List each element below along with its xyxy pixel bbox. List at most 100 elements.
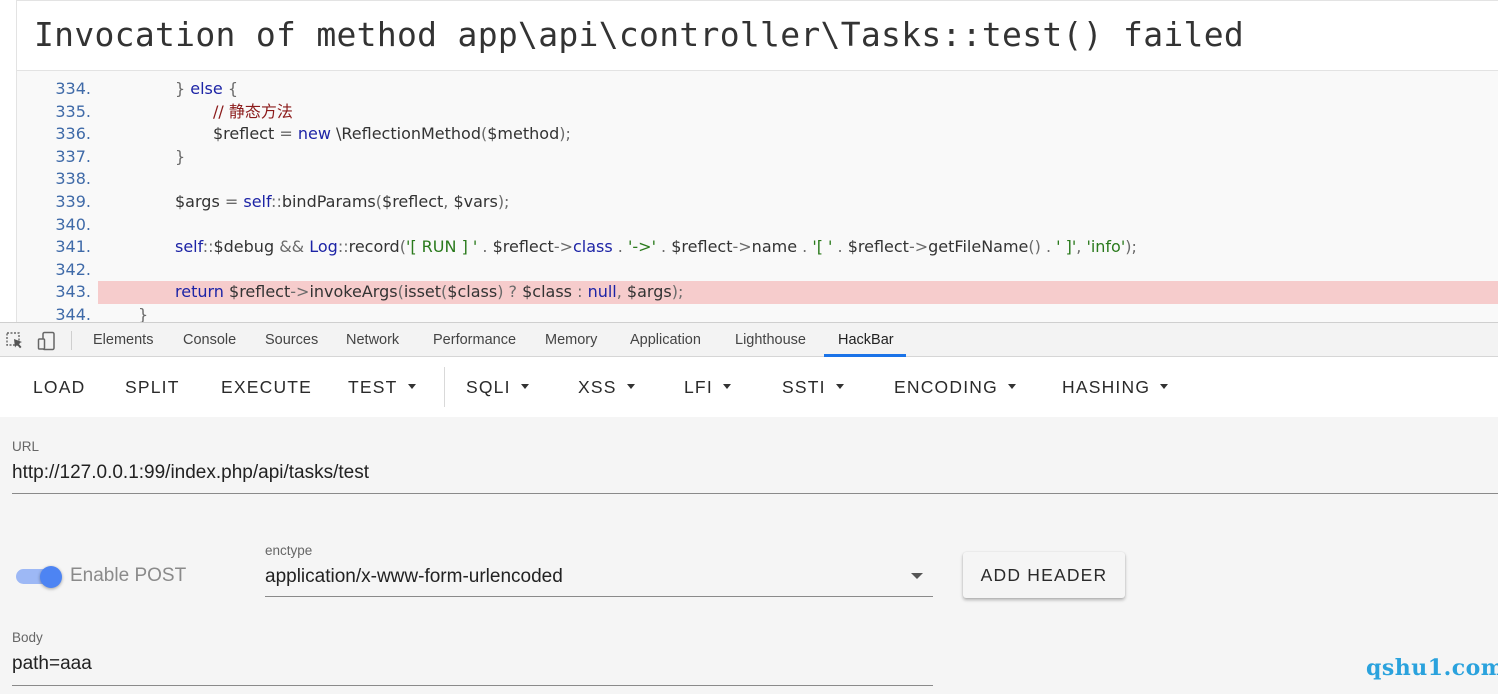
code-line: 338. — [17, 168, 1498, 191]
body-input-underline — [12, 685, 933, 686]
code-token: ); — [671, 282, 684, 302]
tab-hackbar[interactable]: HackBar — [838, 332, 894, 348]
code-token: ); — [559, 124, 571, 144]
code-token: \ReflectionMethod — [330, 124, 481, 144]
caret-down-icon — [1160, 384, 1169, 390]
error-line-highlight — [98, 281, 1498, 304]
code-line: 336. $reflect = new \ReflectionMethod($me… — [17, 123, 1498, 146]
error-page: Invocation of method app\api\controller\… — [0, 0, 1498, 322]
line-number: 334. — [55, 79, 91, 98]
toolbar-divider — [444, 367, 445, 407]
xss-menu-button[interactable]: XSS — [578, 375, 635, 399]
tab-sources[interactable]: Sources — [265, 332, 319, 348]
code-text: } — [175, 146, 185, 169]
code-token: '->' — [627, 237, 656, 257]
sqli-menu-button[interactable]: SQLI — [466, 375, 529, 399]
left-border — [16, 0, 17, 322]
code-token: $reflect — [492, 237, 554, 257]
url-input-underline — [12, 493, 1498, 494]
code-token: $class — [447, 282, 498, 302]
code-token: 'info' — [1086, 237, 1126, 257]
code-token: . — [832, 237, 848, 257]
code-token: . — [797, 237, 813, 257]
tab-lighthouse[interactable]: Lighthouse — [735, 332, 806, 348]
code-token: null — [587, 282, 617, 302]
line-number: 335. — [55, 101, 91, 121]
watermark: qshu1.com — [1366, 655, 1498, 681]
code-token: , — [443, 192, 454, 211]
code-token: : — [572, 282, 588, 302]
encoding-menu-button[interactable]: ENCODING — [894, 375, 1016, 399]
code-token: = — [219, 192, 244, 211]
line-number: 340. — [55, 214, 91, 234]
source-code-view: 334. } else { 335. // 静态方法 336. $reflect = ne… — [17, 71, 1498, 322]
enable-post-toggle[interactable] — [14, 566, 64, 588]
caret-down-icon — [407, 384, 416, 390]
split-button[interactable]: SPLIT — [125, 377, 180, 397]
encoding-menu-label: ENCODING — [894, 377, 998, 397]
code-text: $args = self::bindParams($reflect, $vars… — [175, 191, 509, 214]
url-input[interactable]: http://127.0.0.1:99/index.php/api/tasks/… — [12, 462, 370, 483]
code-token: ); — [1125, 237, 1137, 257]
code-token: '[ ' — [812, 237, 833, 257]
tab-network[interactable]: Network — [346, 332, 400, 348]
error-title-box: Invocation of method app\api\controller\… — [17, 0, 1498, 71]
code-line: 337.} — [17, 146, 1498, 169]
caret-down-icon — [1007, 384, 1016, 390]
code-token: ); — [497, 192, 510, 211]
code-token: () . — [1028, 237, 1057, 257]
load-button[interactable]: LOAD — [33, 377, 86, 397]
code-text: // 静态方法 — [213, 101, 293, 124]
code-token: -> — [553, 237, 573, 257]
lfi-menu-button[interactable]: LFI — [684, 375, 731, 399]
code-token: :: — [271, 192, 282, 211]
tab-memory[interactable]: Memory — [545, 332, 598, 348]
toggle-thumb — [40, 566, 62, 588]
test-menu-button[interactable]: TEST — [348, 375, 416, 399]
enable-post-label: Enable POST — [70, 565, 187, 586]
code-token: && — [274, 237, 310, 257]
dropdown-arrow-icon[interactable] — [911, 573, 923, 579]
code-line: 339. $args = self::bindParams($reflect, $… — [17, 191, 1498, 214]
tab-elements[interactable]: Elements — [93, 332, 154, 348]
code-token: } — [175, 146, 186, 166]
code-text: $reflect = new \ReflectionMethod($method… — [213, 123, 571, 146]
code-line: 343.return $reflect->invokeArgs(isset($c… — [17, 281, 1498, 304]
tab-console[interactable]: Console — [183, 332, 237, 348]
execute-button[interactable]: EXECUTE — [221, 377, 313, 397]
code-line: 334. } else { — [17, 78, 1498, 101]
body-label: Body — [12, 630, 43, 645]
code-token: '[ RUN ] ' — [405, 237, 478, 257]
code-token: name — [751, 237, 798, 257]
inspect-element-icon[interactable] — [5, 331, 25, 351]
code-token: -> — [908, 237, 929, 257]
code-token: $reflect — [847, 237, 909, 257]
code-text: } else { — [175, 78, 238, 101]
hashing-menu-button[interactable]: HASHING — [1062, 375, 1169, 399]
code-token: :: — [337, 237, 349, 257]
line-number: 336. — [55, 124, 91, 144]
code-token: $method — [487, 124, 560, 144]
lfi-menu-label: LFI — [684, 377, 713, 397]
code-token: return — [175, 282, 224, 302]
device-toggle-icon[interactable] — [37, 331, 57, 351]
code-token: $class — [522, 282, 573, 302]
code-token: $reflect — [671, 237, 733, 257]
error-title: Invocation of method app\api\controller\… — [34, 15, 1245, 54]
code-token: = — [274, 124, 298, 144]
tab-performance[interactable]: Performance — [433, 332, 517, 348]
code-text: } — [138, 304, 148, 322]
code-line: 335. // 静态方法 — [17, 101, 1498, 124]
code-token: $debug — [213, 237, 275, 257]
code-token: . — [477, 237, 493, 257]
code-line: 340. — [17, 214, 1498, 237]
line-number: 339. — [55, 192, 91, 211]
ssti-menu-button[interactable]: SSTI — [782, 375, 844, 399]
add-header-button[interactable]: ADD HEADER — [963, 552, 1125, 598]
code-token: . — [655, 237, 672, 257]
body-input[interactable]: path=aaa — [12, 653, 92, 674]
enctype-select[interactable]: application/x-www-form-urlencoded — [265, 566, 563, 587]
hackbar-toolbar: LOAD SPLIT EXECUTE TEST SQLI XSS LFI SST… — [0, 357, 1498, 417]
line-number: 338. — [55, 169, 91, 189]
tab-application[interactable]: Application — [630, 332, 701, 348]
